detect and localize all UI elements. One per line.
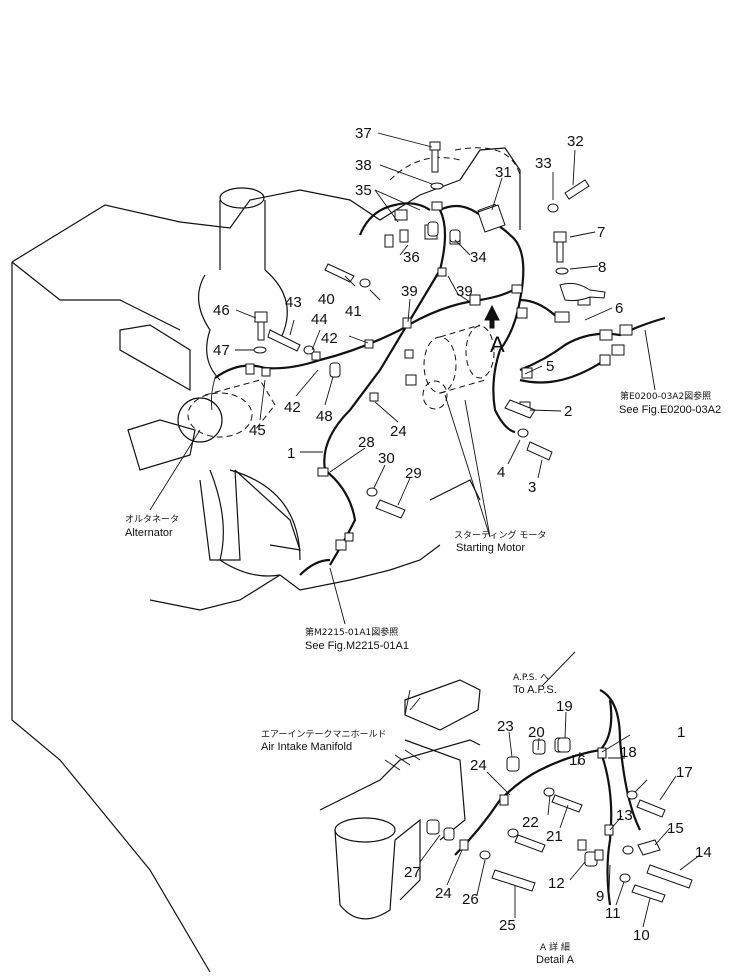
part-7-label: 7 [597, 224, 605, 241]
air-intake-en-label: Air Intake Manifold [261, 741, 352, 753]
part-22-label: 22 [522, 814, 539, 831]
part-9-label: 9 [596, 888, 604, 905]
part-15-label: 15 [667, 820, 684, 837]
part-36-label: 36 [403, 249, 420, 266]
part-46-label: 46 [213, 302, 230, 319]
part-41-label: 41 [345, 303, 362, 320]
starting-motor-en-label: Starting Motor [456, 542, 525, 554]
part-10-label: 10 [633, 927, 650, 944]
bolts-top [253, 141, 606, 519]
part-45-label: 45 [249, 422, 266, 439]
alternator-jp-label: オルタネータ [125, 514, 179, 525]
part-16-label: 16 [569, 752, 586, 769]
part-48-label: 48 [316, 408, 333, 425]
see-fig-e0200-jp-label: 第E0200-03A2図参照 [620, 390, 711, 402]
starting-motor [422, 324, 495, 410]
annotations: オルタネータ Alternator スターティング モータ Starting M… [125, 390, 721, 966]
part-24-lower-a-label: 24 [470, 757, 487, 774]
part-21-label: 21 [546, 828, 563, 845]
part-44-label: 44 [311, 311, 328, 328]
part-34-label: 34 [470, 249, 487, 266]
aps-jp-label: A.P.S. へ [513, 673, 549, 683]
detail-a-jp-label: A 詳 細 [540, 941, 570, 953]
part-17-label: 17 [676, 764, 693, 781]
part-6-label: 6 [615, 300, 623, 317]
part-20-label: 20 [528, 724, 545, 741]
part-23-label: 23 [497, 718, 514, 735]
part-42b-label: 42 [284, 399, 301, 416]
wiring-harness [210, 202, 666, 576]
air-intake-jp-label: エアーインテークマニホールド [261, 729, 386, 740]
part-number-labels: 37 38 35 31 33 32 7 8 6 5 2 4 3 36 34 39… [213, 125, 712, 944]
part-19-label: 19 [556, 698, 573, 715]
part-28-label: 28 [358, 434, 375, 451]
view-a-label: A [490, 332, 505, 357]
part-39b-label: 39 [456, 283, 473, 300]
part-5-label: 5 [546, 358, 554, 375]
part-12-label: 12 [548, 875, 565, 892]
part-29-label: 29 [405, 465, 422, 482]
leader-lines-top [149, 132, 656, 625]
part-2-label: 2 [564, 403, 572, 420]
part-42a-label: 42 [321, 330, 338, 347]
starting-motor-jp-label: スターティング モータ [454, 529, 546, 541]
part-14-label: 14 [695, 844, 712, 861]
view-arrow-a: A [484, 304, 505, 357]
part-4-label: 4 [497, 464, 505, 481]
part-24-lower-b-label: 24 [435, 885, 452, 902]
part-33-label: 33 [535, 155, 552, 172]
detail-a-en-label: Detail A [536, 954, 575, 966]
see-fig-m2215-jp-label: 第M2215-01A1図参照 [305, 626, 398, 638]
part-47-label: 47 [213, 342, 230, 359]
aps-en-label: To A.P.S. [513, 684, 557, 696]
part-27-label: 27 [404, 864, 421, 881]
part-38-label: 38 [355, 157, 372, 174]
part-26-label: 26 [462, 891, 479, 908]
part-40-label: 40 [318, 291, 335, 308]
part-18-label: 18 [620, 744, 637, 761]
part-35-label: 35 [355, 182, 372, 199]
flywheel-housing [389, 147, 521, 181]
part-25-label: 25 [499, 917, 516, 934]
part-3-label: 3 [528, 479, 536, 496]
part-11-label: 11 [605, 905, 621, 922]
part-31-label: 31 [495, 164, 512, 181]
see-fig-e0200-en-label: See Fig.E0200-03A2 [619, 404, 721, 416]
alternator-en-label: Alternator [125, 527, 173, 539]
part-1-top-label: 1 [287, 445, 295, 462]
part-39a-label: 39 [401, 283, 418, 300]
part-24-top-label: 24 [390, 423, 407, 440]
part-32-label: 32 [567, 133, 584, 150]
part-1-lower-label: 1 [677, 724, 685, 741]
part-13-label: 13 [616, 807, 633, 824]
part-37-label: 37 [355, 125, 372, 142]
part-43-label: 43 [285, 294, 302, 311]
part-30-label: 30 [378, 450, 395, 467]
leader-lines-lower [409, 651, 701, 928]
detail-a-drawing [319, 679, 693, 920]
part-8-label: 8 [598, 259, 606, 276]
alternator [187, 379, 276, 438]
see-fig-m2215-en-label: See Fig.M2215-01A1 [305, 640, 409, 652]
